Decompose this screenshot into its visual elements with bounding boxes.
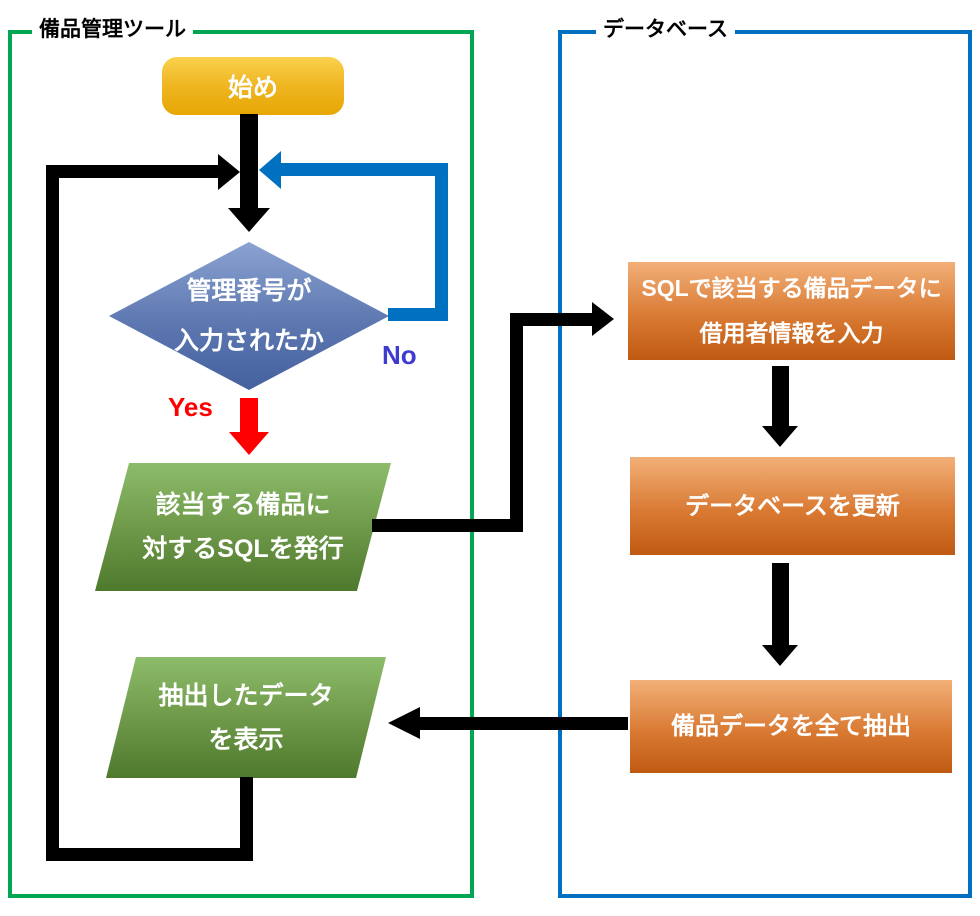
- decision-line2: 入力されたか: [173, 327, 324, 355]
- arrow-extract-to-display-shaft: [420, 717, 628, 730]
- arrow-no-loop-seg-vertical: [435, 163, 448, 321]
- arrow-return-loop-seg-bottom: [46, 848, 253, 861]
- arrow-return-loop-seg-down: [240, 777, 253, 861]
- arrow-issue-sql-seg1: [372, 519, 523, 532]
- arrow-no-loop-head-icon: [259, 151, 281, 189]
- group-database: [558, 30, 972, 898]
- input-borrower-line2: 借用者情報を入力: [699, 320, 884, 346]
- issue-sql-line1: 該当する備品に: [155, 491, 331, 519]
- arrow-return-loop-seg-left: [46, 165, 59, 861]
- display-data-line2: を表示: [208, 725, 284, 754]
- arrow-no-loop-seg-top: [281, 163, 448, 176]
- arrow-start-to-decision-shaft: [240, 114, 258, 208]
- arrow-no-loop-seg-bottom: [388, 308, 448, 321]
- node-update-database: データベースを更新: [630, 457, 955, 555]
- arrow-return-loop-head-icon: [218, 154, 240, 190]
- decision-line1: 管理番号が: [186, 277, 312, 305]
- arrow-input-to-update-head-icon: [762, 426, 798, 447]
- node-start-label: 始め: [227, 74, 278, 102]
- arrow-extract-to-display-head-icon: [388, 707, 420, 739]
- node-start-terminator: 始め: [162, 57, 344, 115]
- display-data-line1: 抽出したデータ: [158, 681, 334, 710]
- arrow-yes-head-icon: [229, 432, 269, 455]
- node-extract-all-data: 備品データを全て抽出: [630, 680, 952, 773]
- arrow-issue-sql-seg2: [510, 313, 523, 532]
- arrow-update-to-extract-head-icon: [762, 645, 798, 666]
- extract-all-label: 備品データを全て抽出: [671, 713, 911, 740]
- group-equipment-tool-title: 備品管理ツール: [32, 17, 193, 43]
- node-display-data: 抽出したデータ を表示: [106, 657, 386, 778]
- input-borrower-line1: SQLで該当する備品データに: [641, 275, 942, 301]
- arrow-return-loop-seg-top: [46, 165, 218, 178]
- arrow-issue-sql-head-icon: [592, 302, 614, 336]
- node-issue-sql: 該当する備品に 対するSQLを発行: [95, 463, 391, 591]
- arrow-input-to-update-shaft: [772, 366, 789, 426]
- arrow-yes-shaft: [240, 398, 258, 432]
- group-database-title: データベース: [596, 17, 735, 43]
- branch-label-yes: Yes: [168, 392, 213, 422]
- group-equipment-tool: [8, 30, 474, 898]
- branch-label-no: No: [382, 340, 417, 370]
- arrow-issue-sql-seg3: [510, 313, 592, 326]
- issue-sql-line2: 対するSQLを発行: [142, 535, 344, 563]
- node-input-borrower-info: SQLで該当する備品データに 借用者情報を入力: [628, 262, 955, 360]
- arrow-start-to-decision-head-icon: [228, 208, 270, 232]
- arrow-update-to-extract-shaft: [772, 563, 789, 645]
- update-database-label: データベースを更新: [685, 492, 900, 520]
